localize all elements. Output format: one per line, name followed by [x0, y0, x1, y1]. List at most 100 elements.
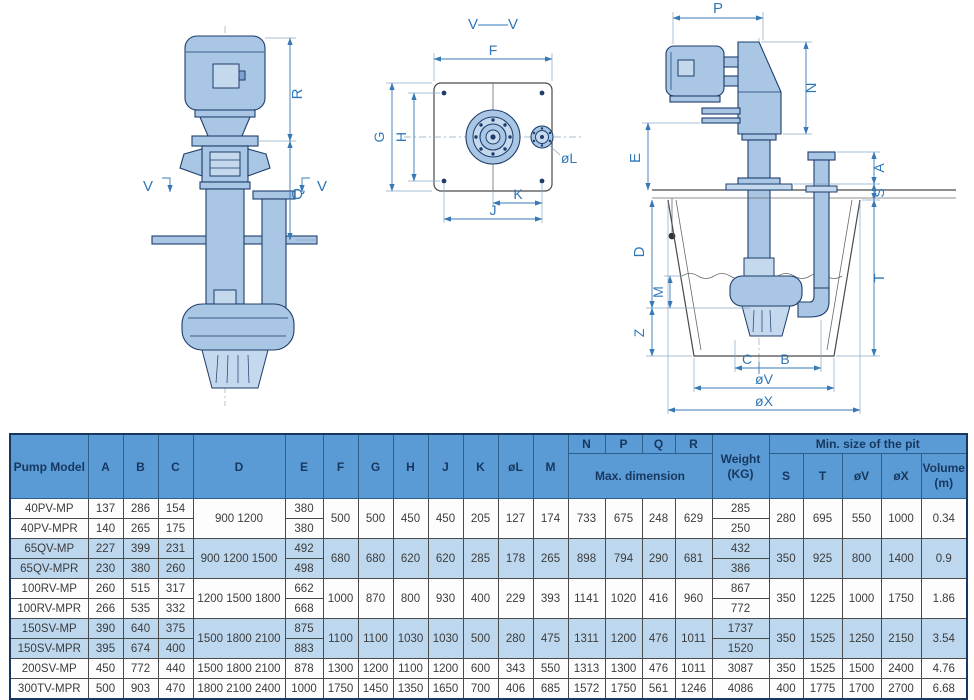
table-cell: 1030 [427, 618, 464, 659]
dim-label-e: E [627, 153, 644, 163]
table-cell: 127 [497, 498, 534, 539]
table-cell: 230 [87, 558, 124, 579]
table-cell: 550 [841, 498, 882, 539]
table-cell: 380 [284, 498, 324, 519]
dim-label-c: C [742, 351, 752, 367]
table-cell: 3.54 [920, 618, 968, 659]
header-pump-model: Pump Model [9, 433, 89, 499]
strainer [201, 349, 269, 389]
pump-model-cell: 40PV-MPR [9, 518, 89, 539]
table-cell: 800 [841, 538, 882, 579]
table-cell: 285 [711, 498, 770, 519]
table-cell: 432 [711, 538, 770, 559]
table-cell: 1200 [357, 658, 394, 679]
table-cell: 870 [357, 578, 394, 619]
table-row: 100RV-MP 260 515 317 1200 1500 1800 662 … [9, 578, 968, 619]
table-cell: 1350 [392, 678, 429, 700]
table-cell: 440 [157, 658, 194, 679]
table-cell: 400 [462, 578, 499, 619]
table-cell: 900 1200 [192, 498, 286, 539]
header-max-dimension: Max. dimension [567, 453, 713, 499]
table-cell: 285 [462, 538, 499, 579]
pump-model-cell: 200SV-MP [9, 658, 89, 679]
table-cell: 290 [641, 538, 676, 579]
table-cell: 1200 [427, 658, 464, 679]
table-cell: 1225 [802, 578, 843, 619]
table-cell: 680 [322, 538, 359, 579]
dim-label-s: S [871, 188, 887, 197]
table-row: 150SV-MPR 395 674 400 883 1520 [9, 638, 967, 659]
table-cell: 6.68 [920, 678, 968, 700]
table-cell: 500 [87, 678, 124, 700]
dim-label-q: Q [289, 188, 306, 200]
table-cell: 629 [674, 498, 713, 539]
pit-and-plate [652, 183, 956, 357]
table-cell: 476 [641, 658, 676, 679]
dim-label-g: G [371, 132, 387, 143]
table-cell: 0.34 [920, 498, 968, 539]
dim-label-t: T [871, 273, 888, 282]
table-cell: 450 [392, 498, 429, 539]
table-cell: 800 [392, 578, 429, 619]
table-row: 40PV-MPR 140 265 175 380 250 [9, 518, 967, 539]
table-cell: 380 [122, 558, 159, 579]
header-q: Q [641, 433, 676, 454]
table-row: 65QV-MPR 230 380 260 498 386 [9, 558, 967, 579]
table-cell: 476 [641, 618, 676, 659]
table-cell: 1100 [357, 618, 394, 659]
table-cell: 380 [284, 518, 324, 539]
header-k: K [462, 433, 499, 499]
volute-casing [181, 303, 295, 351]
table-cell: 260 [157, 558, 194, 579]
dim-label-p: P [713, 0, 723, 17]
header-weight-line1: Weight [720, 451, 761, 466]
table-cell: 1141 [567, 578, 606, 619]
front-view-drawing: R Q V V [143, 26, 327, 406]
table-cell: 1200 [604, 618, 643, 659]
header-h: H [392, 433, 429, 499]
table-cell: 1800 2100 2400 [192, 678, 286, 700]
table-cell: 260 [87, 578, 124, 599]
table-cell: 350 [768, 618, 804, 659]
dim-label-k: K [513, 186, 523, 202]
table-cell: 393 [532, 578, 569, 619]
pump-model-cell: 100RV-MP [9, 578, 89, 599]
section-view-plate [404, 82, 584, 192]
pump-model-cell: 150SV-MP [9, 618, 89, 639]
table-cell: 1246 [674, 678, 713, 700]
header-min-pit: Min. size of the pit [768, 433, 968, 454]
front-view-dimensions: R Q V V [143, 37, 327, 241]
table-cell: 175 [157, 518, 194, 539]
table-row: 200SV-MP 450 772 440 1500 1800 2100 878 … [9, 658, 968, 679]
bolt-hole [441, 90, 447, 96]
installation-view-drawing: P [627, 0, 956, 414]
header-e: E [284, 433, 324, 499]
table-cell: 1200 1500 1800 [192, 578, 286, 619]
dimension-table: Pump Model A B C D E F G H J K øL M N P … [9, 433, 969, 700]
table-cell: 1011 [674, 618, 713, 659]
table-cell: 772 [122, 658, 159, 679]
table-cell: 1520 [711, 638, 770, 659]
installation-dimensions-top: P [672, 0, 764, 44]
table-cell: 154 [157, 498, 194, 519]
table-cell: 550 [532, 658, 569, 679]
table-cell: 375 [157, 618, 194, 639]
header-c: C [157, 433, 194, 499]
table-cell: 475 [532, 618, 569, 659]
section-mark-v-right: V [317, 178, 327, 195]
header-g: G [357, 433, 394, 499]
table-cell: 1572 [567, 678, 606, 700]
table-cell: 266 [87, 598, 124, 619]
volute-casing [729, 275, 803, 307]
table-cell: 140 [87, 518, 124, 539]
table-cell: 878 [284, 658, 324, 679]
header-ox: øX [880, 453, 922, 499]
table-cell: 450 [87, 658, 124, 679]
table-cell: 399 [122, 538, 159, 559]
table-cell: 898 [567, 538, 606, 579]
table-cell: 600 [462, 658, 499, 679]
table-row: 40PV-MP 137 286 154 900 1200 380 500 500… [9, 498, 968, 539]
table-cell: 1525 [802, 658, 843, 679]
table-cell: 400 [157, 638, 194, 659]
table-cell: 227 [87, 538, 124, 559]
